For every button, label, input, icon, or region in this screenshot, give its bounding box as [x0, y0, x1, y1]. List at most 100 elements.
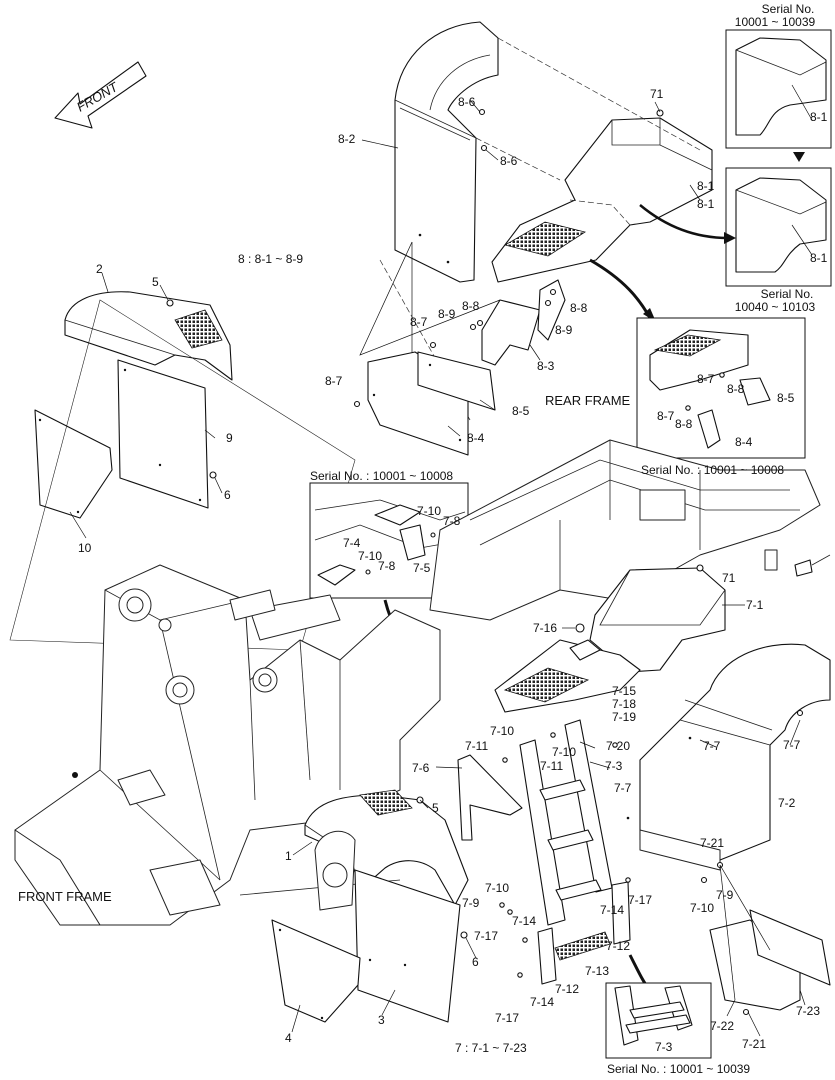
- svg-text:7-8: 7-8: [378, 559, 396, 573]
- label-7-10: 7-10: [552, 745, 576, 759]
- label-7-14: 7-14: [512, 914, 536, 928]
- inset-mid-serial: Serial No. : 10001 ~ 10008: [310, 469, 453, 483]
- label-3: 3: [378, 1013, 385, 1027]
- label-8-9: 8-9: [438, 307, 456, 321]
- label-7-15: 7-15: [612, 684, 636, 698]
- label-7-11: 7-11: [540, 759, 563, 773]
- svg-text:8-1: 8-1: [810, 110, 828, 124]
- label-7-7: 7-7: [614, 781, 632, 795]
- legend-7: 7 : 7-1 ~ 7-23: [455, 1041, 527, 1055]
- label-5: 5: [152, 275, 159, 289]
- serial-inset-top-right: Serial No. 10001 ~ 10039 8-1 8-1 Serial …: [639, 2, 832, 314]
- svg-text:Serial No.: Serial No.: [761, 287, 814, 301]
- label-8-4: 8-4: [467, 431, 485, 445]
- label-10: 10: [78, 541, 92, 555]
- label-7-10: 7-10: [690, 901, 714, 915]
- label-7-10: 7-10: [490, 724, 514, 738]
- label-5: 5: [432, 801, 439, 815]
- label-7-17: 7-17: [495, 1011, 519, 1025]
- rear-frame-detail-inset: [589, 258, 806, 459]
- label-71: 71: [650, 87, 664, 101]
- label-8-7: 8-7: [410, 315, 428, 329]
- label-7-23: 7-23: [796, 1004, 820, 1018]
- label-7-10: 7-10: [485, 881, 509, 895]
- rear-fender-assembly-8: [353, 21, 713, 456]
- svg-text:7-5: 7-5: [413, 561, 431, 575]
- rear-fender-assembly-7: [494, 564, 831, 1016]
- label-8-8: 8-8: [727, 382, 745, 396]
- label-8-6: 8-6: [458, 95, 476, 109]
- label-7-7: 7-7: [703, 739, 721, 753]
- label-7-17: 7-17: [628, 893, 652, 907]
- label-8-3: 8-3: [537, 359, 555, 373]
- label-7-14: 7-14: [600, 903, 624, 917]
- label-7-16: 7-16: [533, 621, 557, 635]
- label-2: 2: [96, 262, 103, 276]
- label-8-5: 8-5: [512, 404, 530, 418]
- svg-text:Serial No.: Serial No.: [762, 2, 815, 16]
- rear-frame-body: [429, 439, 831, 621]
- front-frame-label: FRONT FRAME: [18, 889, 112, 904]
- rear-frame-label: REAR FRAME: [545, 393, 631, 408]
- svg-text:7-4: 7-4: [343, 536, 361, 550]
- label-7-18: 7-18: [612, 697, 636, 711]
- label-7-21: 7-21: [700, 836, 724, 850]
- label-7-9: 7-9: [462, 896, 480, 910]
- access-ladder-7-3: [457, 719, 631, 985]
- label-8-4: 8-4: [735, 435, 753, 449]
- label-8-8: 8-8: [675, 417, 693, 431]
- label-7-20: 7-20: [606, 739, 630, 753]
- label-7-22: 7-22: [710, 1019, 734, 1033]
- label-7-13: 7-13: [585, 964, 609, 978]
- svg-text:10001 ~ 10039: 10001 ~ 10039: [735, 15, 816, 29]
- label-6: 6: [472, 955, 479, 969]
- inset-bottom-serial: Serial No. : 10001 ~ 10039: [607, 1062, 750, 1076]
- svg-text:10040 ~ 10103: 10040 ~ 10103: [735, 300, 816, 314]
- svg-text:7-8: 7-8: [443, 514, 461, 528]
- label-7-19: 7-19: [612, 710, 636, 724]
- label-7-6: 7-6: [412, 761, 430, 775]
- front-direction-arrow: FRONT: [54, 61, 147, 129]
- label-7-11: 7-11: [465, 739, 488, 753]
- label-7-12: 7-12: [606, 939, 630, 953]
- label-7-9: 7-9: [716, 888, 734, 902]
- left-front-fender-group: [9, 291, 356, 651]
- label-8-8: 8-8: [462, 299, 480, 313]
- label-7-7: 7-7: [783, 738, 801, 752]
- label-7-14: 7-14: [530, 995, 554, 1009]
- label-8-6: 8-6: [500, 154, 518, 168]
- label-8-5: 8-5: [777, 391, 795, 405]
- label-7-1: 7-1: [746, 598, 764, 612]
- label-8-9: 8-9: [555, 323, 573, 337]
- label-1: 1: [285, 849, 292, 863]
- svg-text:7-10: 7-10: [358, 549, 382, 563]
- label-8-1: 8-1: [697, 179, 715, 193]
- label-8-7: 8-7: [697, 372, 715, 386]
- svg-text:7-10: 7-10: [417, 504, 441, 518]
- label-7-3: 7-3: [605, 759, 623, 773]
- label-4: 4: [285, 1031, 292, 1045]
- label-7-17: 7-17: [474, 929, 498, 943]
- arrow-down-icon: [793, 152, 805, 162]
- svg-text:8-1: 8-1: [810, 251, 828, 265]
- label-8-8: 8-8: [570, 301, 588, 315]
- label-8-7: 8-7: [325, 374, 343, 388]
- inset-right-serial: Serial No. : 10001 ~ 10008: [641, 463, 784, 477]
- front-fender-group-1: [271, 789, 469, 1023]
- label-7-3: 7-3: [655, 1040, 673, 1054]
- label-9: 9: [226, 431, 233, 445]
- label-7-21: 7-21: [742, 1037, 766, 1051]
- part-number-labels: 8-6 8-6 8-2 71 8-1 8-1 8 : 8-1 ~ 8-9 8-8…: [18, 87, 820, 1076]
- front-frame-body: [14, 564, 441, 926]
- label-7-12: 7-12: [555, 982, 579, 996]
- label-8-1: 8-1: [697, 197, 715, 211]
- ladder-detail-inset: [605, 954, 712, 1059]
- label-8-7: 8-7: [657, 409, 675, 423]
- label-7-2: 7-2: [778, 796, 796, 810]
- leader-lines: [69, 99, 806, 1037]
- label-71: 71: [722, 571, 736, 585]
- legend-8: 8 : 8-1 ~ 8-9: [238, 252, 303, 266]
- label-8-2: 8-2: [338, 132, 356, 146]
